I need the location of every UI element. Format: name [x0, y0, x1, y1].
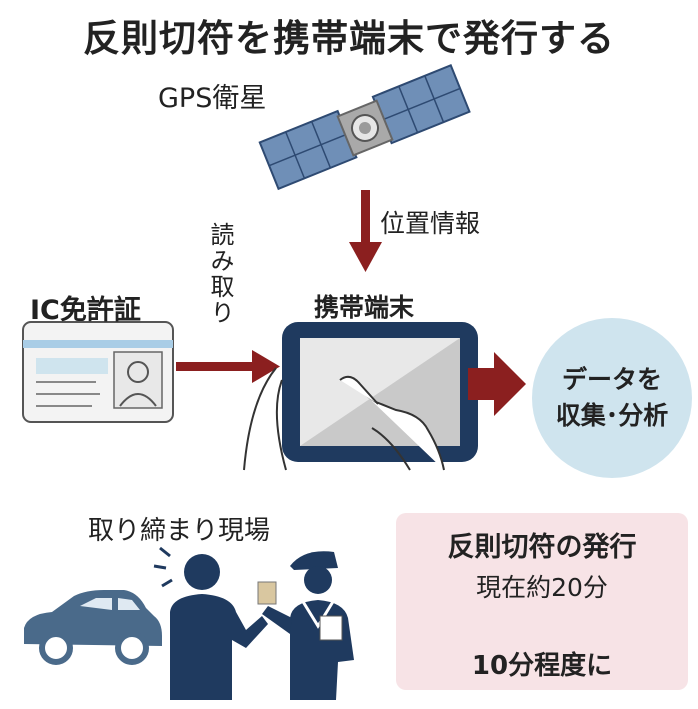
location-info-label: 位置情報	[380, 209, 481, 238]
read-arrow	[176, 350, 280, 383]
analysis-arrow	[468, 352, 526, 416]
document-icon	[257, 581, 277, 605]
data-analysis-line2: 収集･分析	[555, 401, 669, 430]
mobile-terminal-label: 携帯端末	[314, 293, 415, 322]
data-analysis-circle	[532, 318, 692, 478]
page-title: 反則切符を携帯端末で発行する	[83, 17, 615, 60]
enforcement-site-label: 取り締まり現場	[88, 516, 271, 546]
read-label: 読み取り	[206, 222, 234, 326]
issuance-current-time: 現在約20分	[476, 573, 608, 602]
car-icon	[24, 590, 162, 665]
driver-icon	[153, 546, 268, 700]
issuance-panel	[396, 513, 688, 690]
ic-license-card-icon	[22, 321, 174, 423]
data-analysis-line1: データを	[561, 365, 662, 394]
tablet-icon	[243, 322, 478, 471]
notepad-icon	[319, 615, 343, 641]
ic-license-label: IC免許証	[30, 295, 141, 326]
issuance-target-time: 10分程度に	[471, 651, 613, 681]
police-officer-icon	[262, 551, 354, 700]
issuance-panel-title: 反則切符の発行	[447, 532, 637, 563]
gps-satellite-label: GPS衛星	[158, 83, 267, 114]
location-arrow	[349, 190, 382, 272]
data-analysis-text: データを 収集･分析	[532, 362, 692, 434]
satellite-icon	[258, 64, 471, 191]
